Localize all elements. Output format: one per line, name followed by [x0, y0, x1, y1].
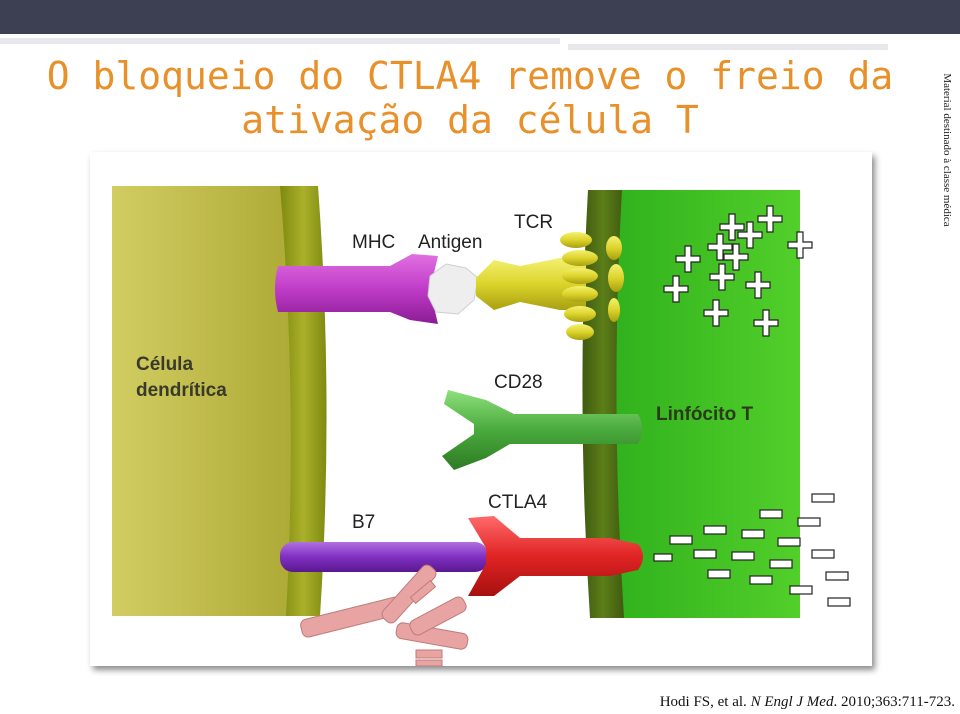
label-t-cell: Linfócito T	[656, 404, 753, 425]
ctla4-diagram: Célula dendrítica Linfócito T MHC Antige…	[90, 152, 872, 667]
tcr-molecule	[476, 232, 624, 340]
slide-top-bar	[0, 0, 960, 34]
decorative-line	[0, 38, 560, 44]
b7-molecule	[280, 542, 488, 572]
citation-details: . 2010;363:711-723.	[833, 694, 955, 710]
label-tcr: TCR	[514, 212, 553, 233]
label-antigen: Antigen	[418, 232, 482, 253]
citation-journal: N Engl J Med	[750, 694, 834, 710]
side-note: Material destinado à classe médica	[938, 48, 954, 258]
dendritic-cell	[112, 186, 318, 616]
antigen	[427, 263, 479, 315]
plus-signs	[663, 205, 813, 337]
label-mhc: MHC	[352, 232, 395, 253]
label-dendritic-cell-line2: dendrítica	[136, 380, 227, 401]
label-b7: B7	[352, 512, 375, 533]
label-ctla4: CTLA4	[488, 492, 548, 513]
citation: Hodi FS, et al. N Engl J Med. 2010;363:7…	[570, 694, 955, 711]
mhc-molecule	[275, 254, 438, 324]
label-cd28: CD28	[494, 372, 543, 393]
decorative-line	[568, 44, 888, 50]
minus-signs	[653, 493, 851, 607]
cd28-molecule	[442, 390, 642, 470]
ctla4-molecule	[468, 516, 643, 596]
label-dendritic-cell-line1: Célula	[136, 354, 193, 375]
antibody	[300, 564, 469, 667]
diagram-svg: Célula dendrítica Linfócito T MHC Antige…	[112, 186, 851, 667]
citation-authors: Hodi FS, et al.	[659, 694, 751, 710]
slide-title: O bloqueio do CTLA4 remove o freio da at…	[46, 54, 894, 142]
side-note-text: Material destinado à classe médica	[941, 73, 953, 227]
